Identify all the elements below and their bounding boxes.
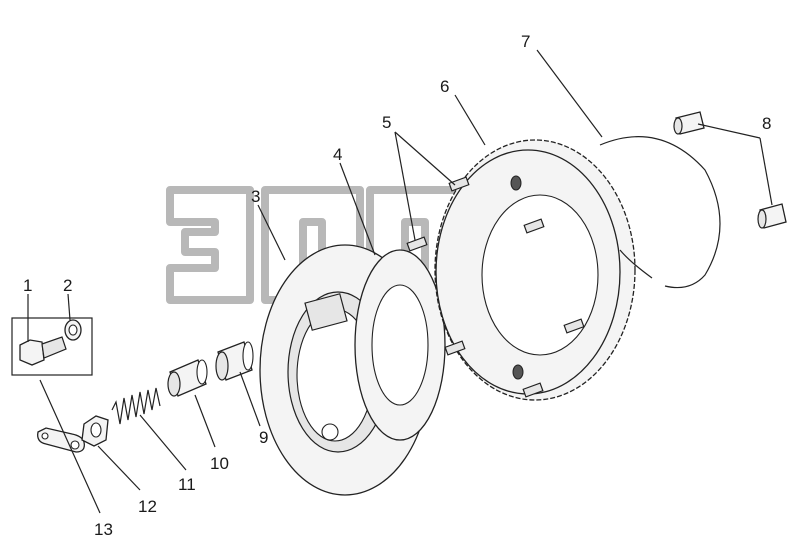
part-5-studs — [406, 176, 585, 398]
callout-6: 6 — [440, 77, 449, 96]
part-7-retaining-ring — [599, 136, 721, 289]
callout-8: 8 — [762, 114, 771, 133]
part-1-bolt — [11, 317, 93, 376]
callout-12: 12 — [138, 497, 157, 516]
callout-9: 9 — [259, 428, 268, 447]
part-6-ring-gear — [434, 139, 636, 401]
part-8-pins — [673, 111, 787, 229]
part-11-spring — [111, 387, 161, 425]
callout-4: 4 — [333, 145, 342, 164]
part-13-lock-plate — [37, 427, 85, 453]
callout-11: 11 — [178, 475, 196, 494]
callout-1: 1 — [23, 276, 32, 295]
part-10-bushing — [167, 359, 208, 397]
callout-5: 5 — [382, 113, 391, 132]
callout-labels: 1 2 3 4 5 6 7 8 9 10 11 12 13 — [23, 32, 771, 539]
callout-10: 10 — [210, 454, 229, 473]
part-12-nut — [81, 415, 109, 447]
leader-lines — [27, 49, 773, 514]
callout-3: 3 — [251, 187, 260, 206]
callout-2: 2 — [63, 276, 72, 295]
part-4-disc — [354, 249, 446, 441]
part-9-sleeve — [215, 341, 254, 381]
callout-7: 7 — [521, 32, 530, 51]
callout-13: 13 — [94, 520, 113, 539]
